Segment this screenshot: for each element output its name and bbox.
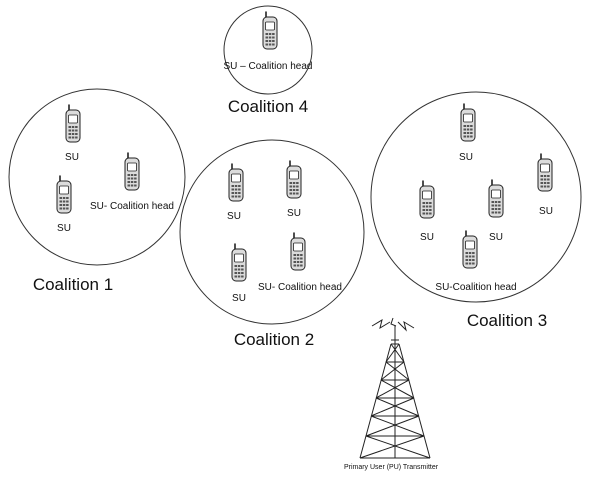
coalition-1-label: Coalition 1 [33, 275, 113, 294]
coalition-3-su-label: SU [489, 232, 503, 243]
mobile-phone-icon [124, 152, 140, 191]
transmitter-label: Primary User (PU) Transmitter [344, 464, 439, 471]
coalition-3-su-label: SU [539, 206, 553, 217]
coalition-2-su-label: SU [232, 293, 246, 304]
mobile-phone-icon [65, 104, 81, 143]
mobile-phone-icon [460, 103, 476, 142]
coalition-3-su-label: SU [459, 152, 473, 163]
coalition-2-boundary [179, 139, 365, 325]
mobile-phone-icon [462, 230, 478, 269]
mobile-phone-icon [231, 243, 247, 282]
coalition-1-su-label: SU [65, 152, 79, 163]
coalition-3-boundary [370, 91, 582, 303]
coalition-4-head-label: SU – Coalition head [224, 61, 313, 72]
coalition-1-group: SU SU- Coalition head SU Coalition 1 [8, 88, 186, 294]
coalition-1-boundary [8, 88, 186, 266]
coalition-3-label: Coalition 3 [467, 311, 547, 330]
coalition-3-group: SU SU SU SU SU-Coalition head Coalition … [370, 91, 582, 330]
coalition-2-su-label: SU [227, 211, 241, 222]
mobile-phone-icon [262, 11, 278, 50]
coalition-1-head-label: SU- Coalition head [90, 201, 174, 212]
coalition-2-label: Coalition 2 [234, 330, 314, 349]
radio-tower-icon [359, 317, 431, 459]
mobile-phone-icon [537, 153, 553, 192]
coalition-1-su-label: SU [57, 223, 71, 234]
mobile-phone-icon [290, 232, 306, 271]
coalition-3-head-label: SU-Coalition head [435, 282, 516, 293]
coalition-4-boundary [223, 5, 313, 95]
mobile-phone-icon [228, 163, 244, 202]
mobile-phone-icon [488, 179, 504, 218]
mobile-phone-icon [56, 175, 72, 214]
coalition-3-su-label: SU [420, 232, 434, 243]
mobile-phone-icon [286, 160, 302, 199]
coalition-2-group: SU SU SU SU- Coalition head Coalition 2 [179, 139, 365, 349]
coalition-2-su-label: SU [287, 208, 301, 219]
coalition-4-label: Coalition 4 [228, 97, 308, 116]
coalition-2-head-label: SU- Coalition head [258, 282, 342, 293]
mobile-phone-icon [419, 180, 435, 219]
coalition-4-group: SU – Coalition head Coalition 4 [223, 5, 313, 116]
